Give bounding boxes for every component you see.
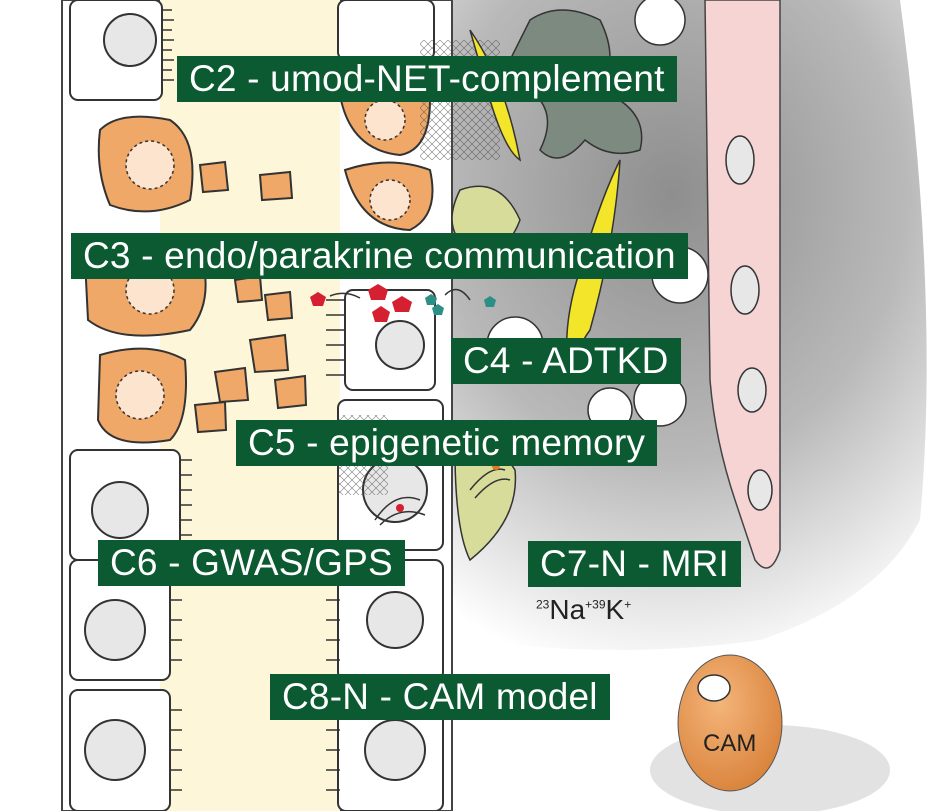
left-nuclei (84, 13, 157, 781)
vessel-endothelial-cells (725, 135, 773, 511)
label-c7: C7-N - MRI (528, 541, 742, 587)
label-c4: C4 - ADTKD (451, 338, 681, 384)
cam-egg (677, 654, 783, 792)
na-mass: 23 (536, 597, 550, 612)
label-c3: C3 - endo/parakrine communication (71, 233, 688, 279)
egg-window (697, 674, 731, 702)
egg-label: CAM (703, 730, 757, 757)
na-symbol: Na (549, 594, 586, 625)
dna-helix-icon (374, 468, 511, 526)
ion-label: 23Na+39K+ (536, 594, 631, 626)
label-c5: C5 - epigenetic memory (236, 420, 658, 466)
k-symbol: K (605, 594, 625, 625)
na-charge: + (585, 597, 593, 612)
dna-mark (396, 504, 404, 512)
k-mass: 39 (592, 597, 606, 612)
label-c2: C2 - umod-NET-complement (177, 56, 677, 102)
label-c8: C8-N - CAM model (270, 674, 610, 720)
label-c6: C6 - GWAS/GPS (98, 540, 405, 586)
signal-arrows (329, 288, 471, 301)
k-charge: + (624, 597, 632, 612)
signal-molecules (310, 284, 496, 322)
